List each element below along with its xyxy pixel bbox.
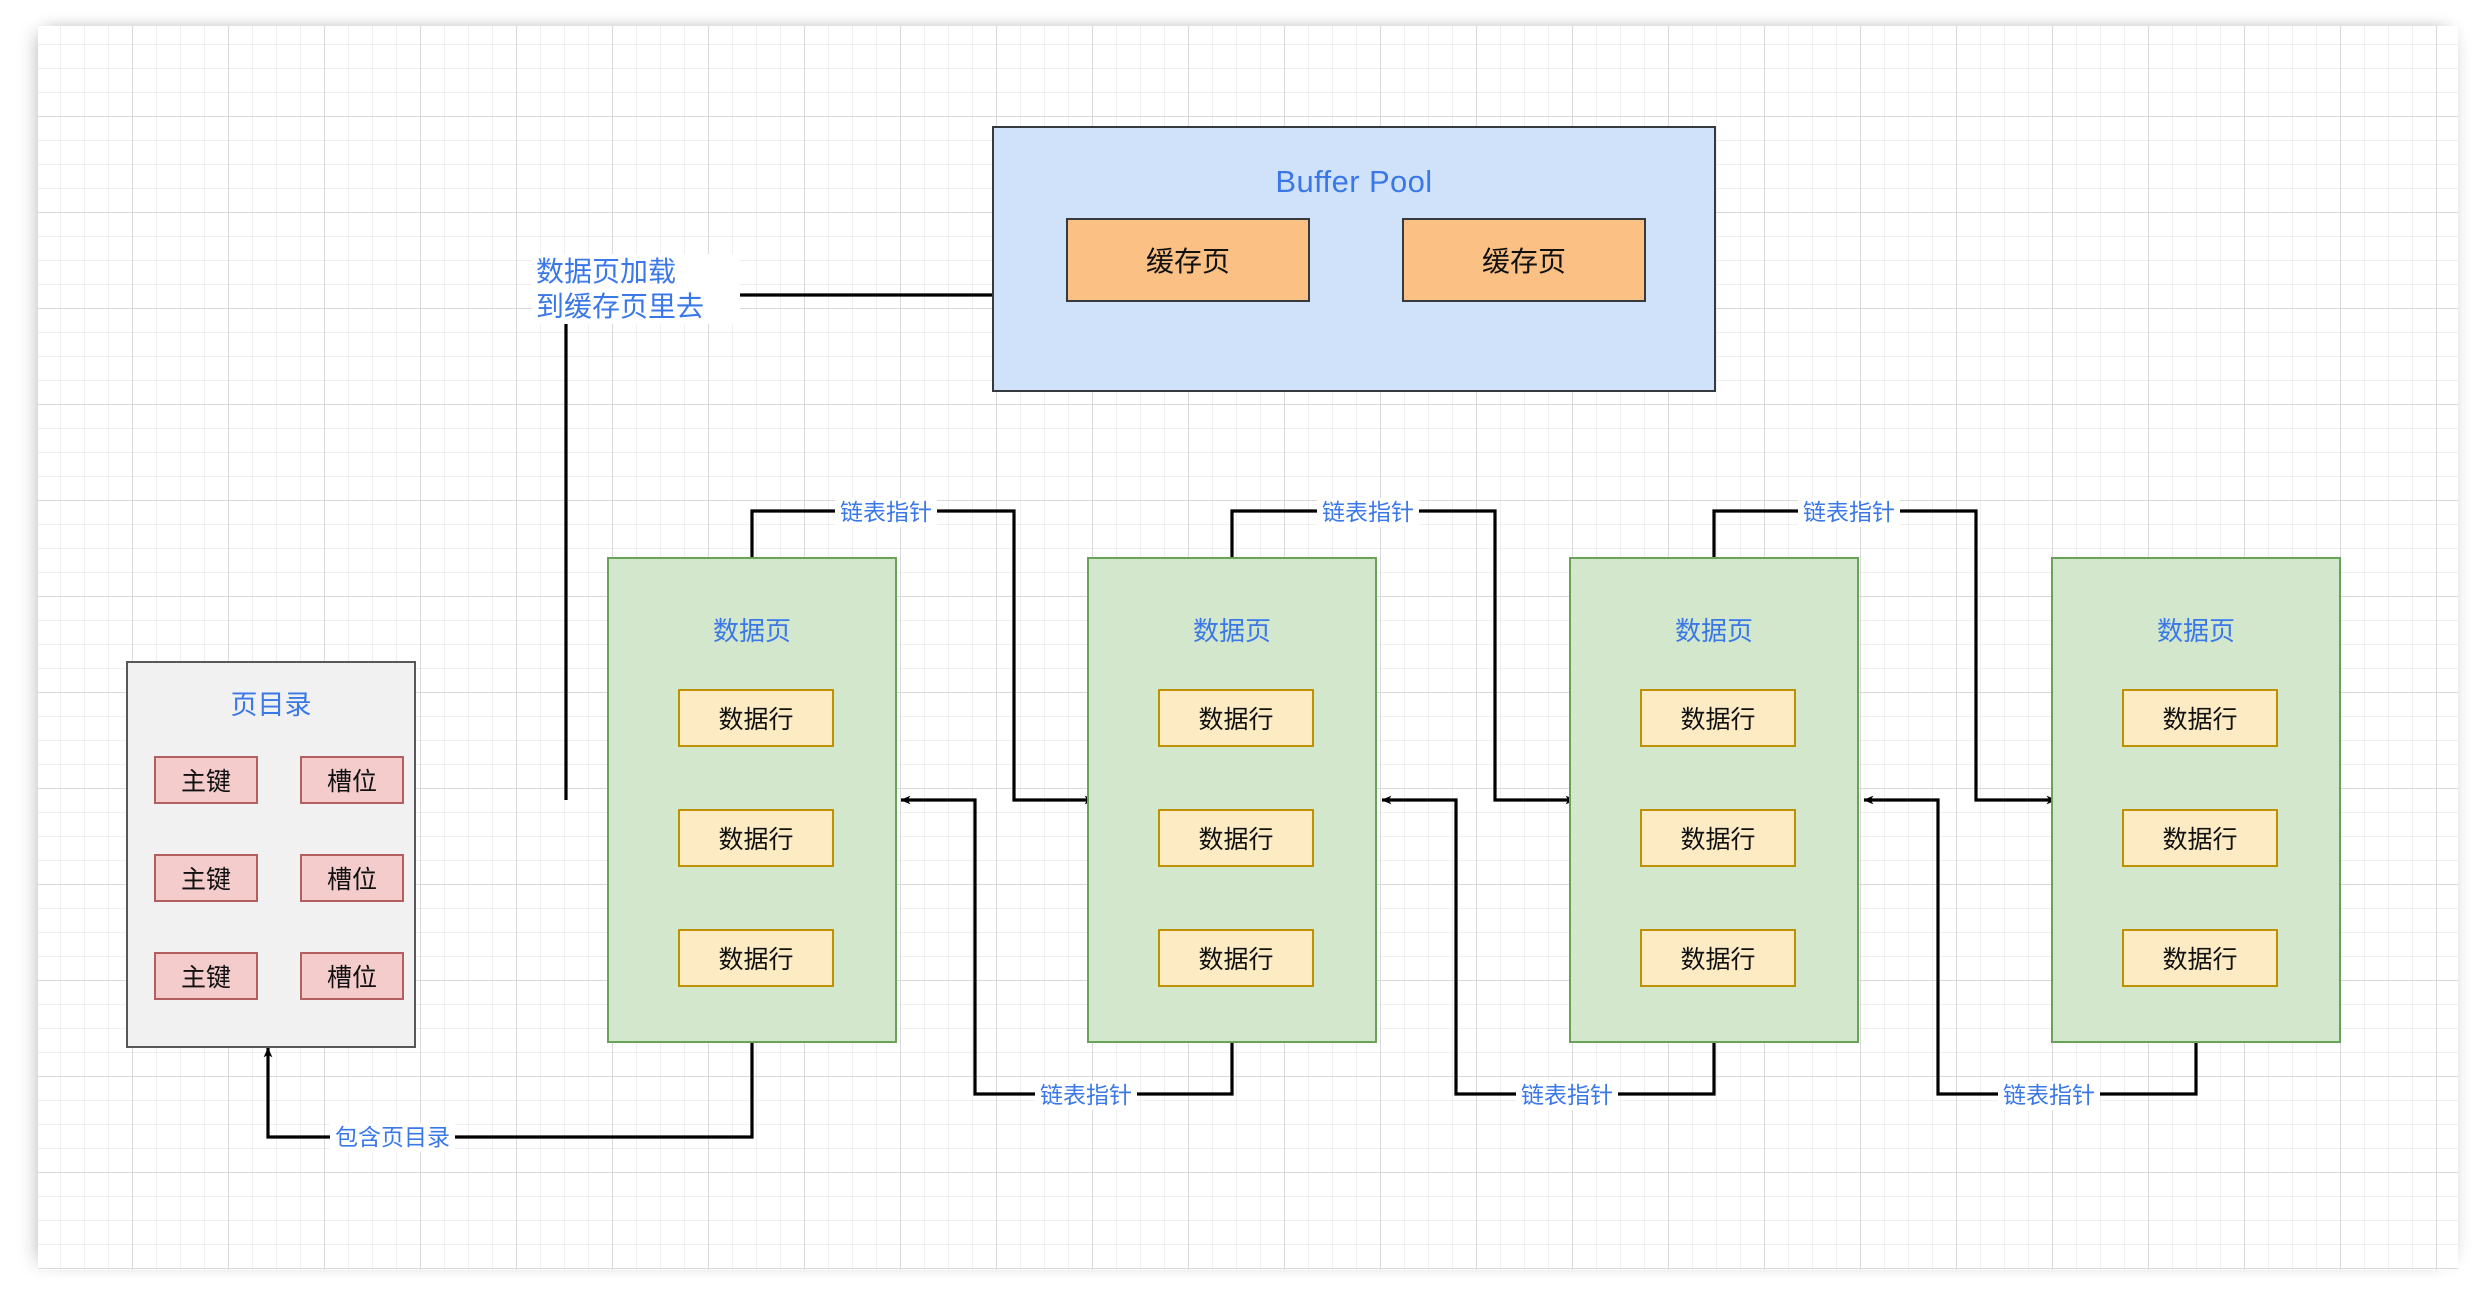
- page-directory-key-2-label: 主键: [180, 866, 231, 894]
- data-page-4-row-2[interactable]: 数据行: [2122, 809, 2278, 867]
- cache-page-1[interactable]: 缓存页: [1066, 218, 1310, 302]
- page-directory-key-3[interactable]: 主键: [154, 952, 258, 1000]
- label-contains-page-directory: 包含页目录: [330, 1123, 455, 1152]
- data-page-1-row-1-label: 数据行: [718, 706, 794, 734]
- data-page-3-title: 数据页: [1674, 616, 1753, 646]
- data-page-4-row-1[interactable]: 数据行: [2122, 689, 2278, 747]
- page-directory-title: 页目录: [230, 690, 312, 720]
- page-directory-key-1[interactable]: 主键: [154, 756, 258, 804]
- page-directory-key-1-label: 主键: [180, 768, 231, 796]
- data-page-2-row-3[interactable]: 数据行: [1158, 929, 1314, 987]
- data-page-1-row-3-label: 数据行: [718, 946, 794, 974]
- data-page-1-row-1[interactable]: 数据行: [678, 689, 834, 747]
- page-directory-slot-2-label: 槽位: [326, 866, 377, 894]
- data-page-4-row-3[interactable]: 数据行: [2122, 929, 2278, 987]
- data-page-2-row-2[interactable]: 数据行: [1158, 809, 1314, 867]
- data-page-2-title: 数据页: [1192, 616, 1271, 646]
- label-linked-list-pointer-top-2: 链表指针: [1317, 498, 1419, 527]
- data-page-2-row-1-label: 数据行: [1198, 706, 1274, 734]
- page-directory-key-2[interactable]: 主键: [154, 854, 258, 902]
- data-page-3-row-2-label: 数据行: [1680, 826, 1756, 854]
- page-directory-slot-3[interactable]: 槽位: [300, 952, 404, 1000]
- page-directory-key-3-label: 主键: [180, 964, 231, 992]
- data-page-1-row-2-label: 数据行: [718, 826, 794, 854]
- data-page-1[interactable]: 数据页 数据行 数据行 数据行: [607, 557, 897, 1043]
- data-page-4[interactable]: 数据页 数据行 数据行 数据行: [2051, 557, 2341, 1043]
- buffer-pool-title: Buffer Pool: [1275, 164, 1433, 199]
- data-page-3-row-1[interactable]: 数据行: [1640, 689, 1796, 747]
- data-page-2-row-3-label: 数据行: [1198, 946, 1274, 974]
- label-linked-list-pointer-bottom-3: 链表指针: [1998, 1081, 2100, 1110]
- label-linked-list-pointer-top-3: 链表指针: [1798, 498, 1900, 527]
- data-page-3-row-2[interactable]: 数据行: [1640, 809, 1796, 867]
- page-directory-slot-2[interactable]: 槽位: [300, 854, 404, 902]
- label-linked-list-pointer-bottom-1: 链表指针: [1035, 1081, 1137, 1110]
- data-page-4-row-2-label: 数据行: [2162, 826, 2238, 854]
- page-directory-container[interactable]: 页目录 主键 槽位 主键 槽位 主键 槽位: [126, 661, 416, 1048]
- cache-page-1-label: 缓存页: [1145, 246, 1230, 277]
- data-page-1-title: 数据页: [712, 616, 791, 646]
- label-load-to-cache-line2: 到缓存页里去: [536, 291, 705, 322]
- label-load-to-cache-line1: 数据页加载: [536, 256, 677, 287]
- data-page-2-row-1[interactable]: 数据行: [1158, 689, 1314, 747]
- data-page-1-row-2[interactable]: 数据行: [678, 809, 834, 867]
- page-directory-slot-1[interactable]: 槽位: [300, 756, 404, 804]
- page-directory-slot-3-label: 槽位: [326, 964, 377, 992]
- data-page-4-row-3-label: 数据行: [2162, 946, 2238, 974]
- data-page-3-row-3[interactable]: 数据行: [1640, 929, 1796, 987]
- label-linked-list-pointer-top-1: 链表指针: [835, 498, 937, 527]
- label-load-to-cache: 数据页加载 到缓存页里去: [532, 254, 740, 324]
- data-page-3-row-1-label: 数据行: [1680, 706, 1756, 734]
- data-page-2-row-2-label: 数据行: [1198, 826, 1274, 854]
- cache-page-2-label: 缓存页: [1481, 246, 1566, 277]
- data-page-4-title: 数据页: [2156, 616, 2235, 646]
- data-page-2[interactable]: 数据页 数据行 数据行 数据行: [1087, 557, 1377, 1043]
- data-page-3-row-3-label: 数据行: [1680, 946, 1756, 974]
- page-directory-slot-1-label: 槽位: [326, 768, 377, 796]
- cache-page-2[interactable]: 缓存页: [1402, 218, 1646, 302]
- label-linked-list-pointer-bottom-2: 链表指针: [1516, 1081, 1618, 1110]
- data-page-3[interactable]: 数据页 数据行 数据行 数据行: [1569, 557, 1859, 1043]
- buffer-pool-container[interactable]: Buffer Pool 缓存页 缓存页: [992, 126, 1716, 392]
- data-page-1-row-3[interactable]: 数据行: [678, 929, 834, 987]
- data-page-4-row-1-label: 数据行: [2162, 706, 2238, 734]
